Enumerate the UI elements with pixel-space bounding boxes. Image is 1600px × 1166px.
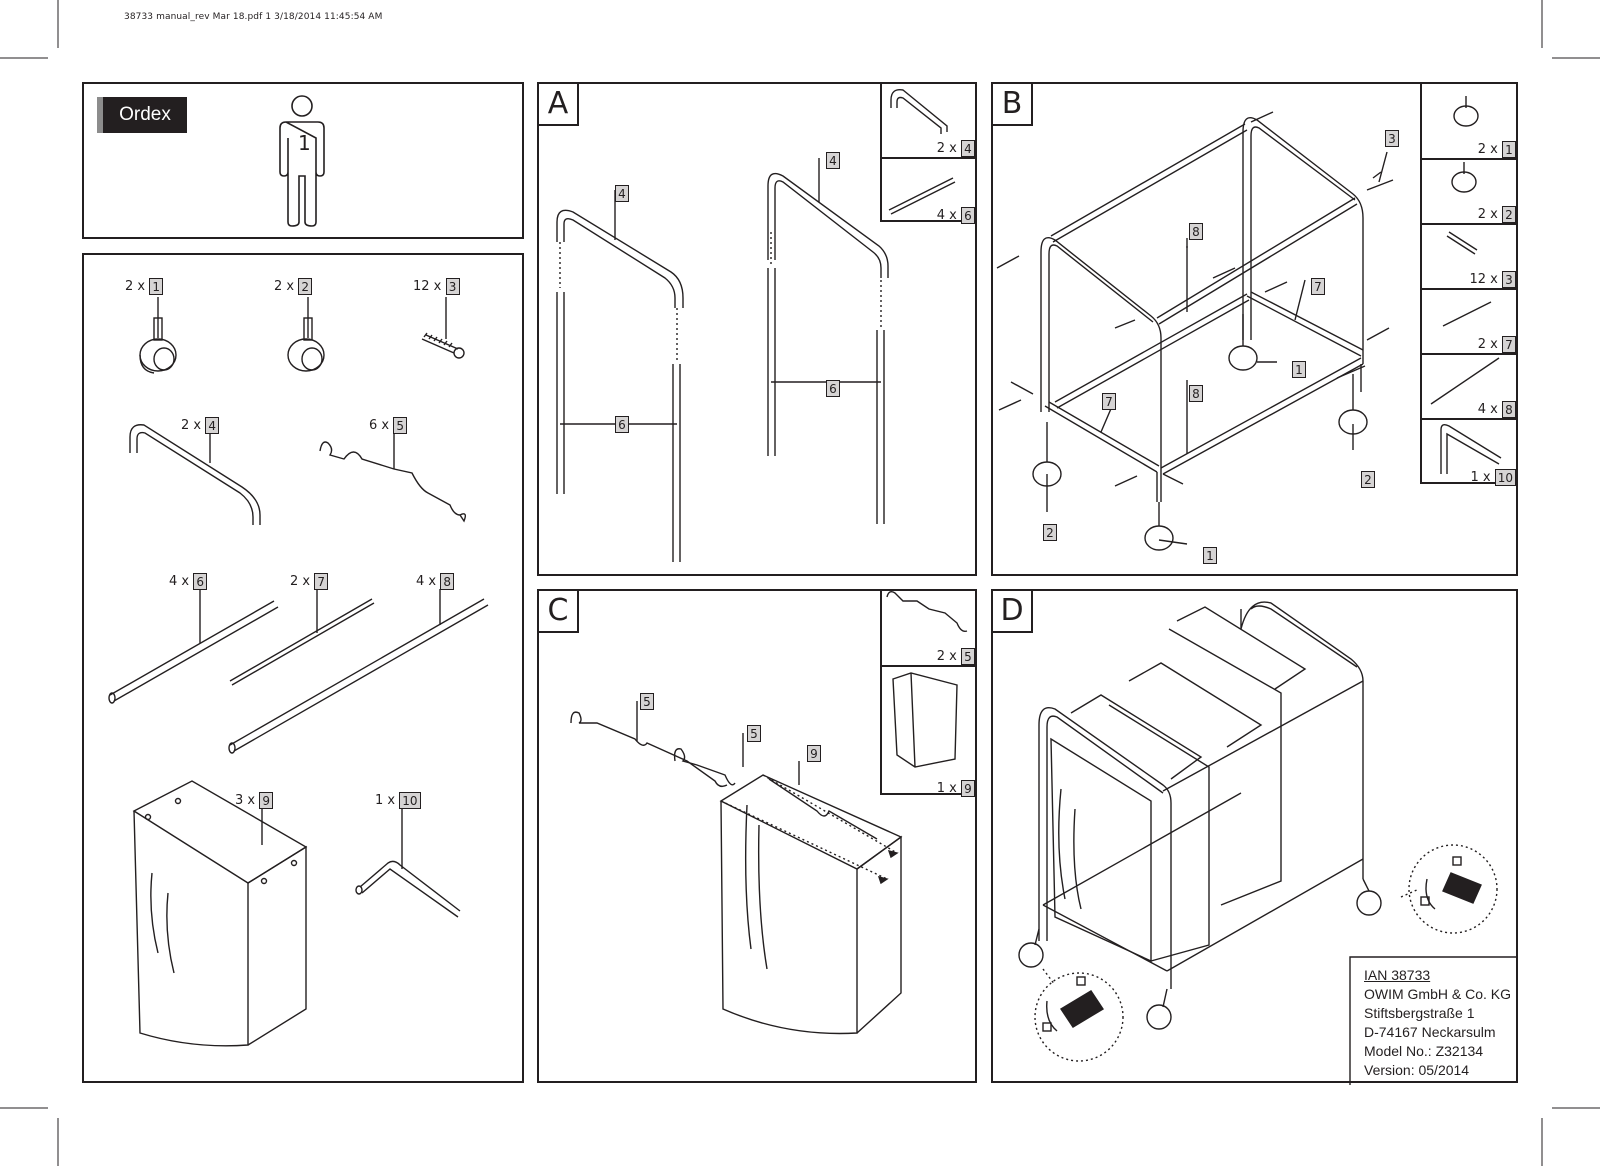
step-letter-d: D xyxy=(993,591,1033,633)
c-label-5-right: 5 xyxy=(747,725,761,743)
file-info-header: 38733 manual_rev Mar 18.pdf 1 3/18/2014 … xyxy=(124,12,383,22)
model-number: Model No.: Z32134 xyxy=(1364,1043,1484,1059)
part-label-5: 6 x 5 xyxy=(369,417,408,435)
step-panel-a: A xyxy=(537,82,977,576)
step-b-drawing xyxy=(996,96,1502,551)
step-letter-c: C xyxy=(539,591,579,633)
b-label-2-left: 2 xyxy=(1043,524,1057,542)
parts-panel xyxy=(82,253,524,1083)
inset-a-count-6: 4 x 6 xyxy=(937,207,975,224)
step-c-inset: 2 x 5 1 x 9 xyxy=(880,589,977,797)
step-a-drawing xyxy=(556,89,956,562)
ian-number: IAN 38733 xyxy=(1364,967,1431,983)
version-info: Version: 05/2014 xyxy=(1364,1062,1470,1078)
manufacturer-address: IAN 38733 OWIM GmbH & Co. KG Stiftsbergs… xyxy=(1364,966,1511,1080)
b-label-7-right: 7 xyxy=(1311,278,1325,296)
b-label-1-front: 1 xyxy=(1203,547,1217,565)
part-label-9: 3 x 9 xyxy=(235,792,274,810)
company-name: OWIM GmbH & Co. KG xyxy=(1364,986,1512,1002)
part-label-1: 2 x 1 xyxy=(125,278,164,296)
person-icon xyxy=(279,95,325,227)
b-label-8-top: 8 xyxy=(1189,223,1203,241)
inset-a-count-4: 2 x 4 xyxy=(937,140,975,157)
step-letter-b: B xyxy=(993,84,1033,126)
brand-logo: Ordex xyxy=(97,97,187,133)
a-label-4-left: 4 xyxy=(615,185,629,203)
b-label-8-bottom: 8 xyxy=(1189,385,1203,403)
step-panel-d: D xyxy=(991,589,1518,1083)
part-label-10: 1 x 10 xyxy=(375,792,421,810)
step-panel-c: C xyxy=(537,589,977,1083)
a-label-6-right: 6 xyxy=(826,380,840,398)
parts-drawings xyxy=(108,297,489,1047)
a-label-4-right: 4 xyxy=(826,152,840,170)
c-label-5-left: 5 xyxy=(640,693,654,711)
b-label-2-right: 2 xyxy=(1361,471,1375,489)
person-count: 1 xyxy=(298,131,311,155)
step-letter-a: A xyxy=(539,84,579,126)
brand-panel xyxy=(82,82,524,239)
street-address: Stiftsbergstraße 1 xyxy=(1364,1005,1475,1021)
step-b-inset: 2 x 1 2 x 2 12 x 3 2 x 7 4 x 8 1 x 10 xyxy=(1420,82,1518,486)
b-label-7-left: 7 xyxy=(1102,393,1116,411)
address-frame xyxy=(1349,956,1518,1085)
city-address: D-74167 Neckarsulm xyxy=(1364,1024,1496,1040)
part-label-2: 2 x 2 xyxy=(274,278,313,296)
part-label-3: 12 x 3 xyxy=(413,278,460,296)
part-label-4: 2 x 4 xyxy=(181,417,220,435)
part-label-7: 2 x 7 xyxy=(290,573,329,591)
step-a-inset: 2 x 4 4 x 6 xyxy=(880,82,977,224)
part-label-6: 4 x 6 xyxy=(169,573,208,591)
step-c-drawing xyxy=(570,590,968,1035)
a-label-6-left: 6 xyxy=(615,416,629,434)
b-label-1-back: 1 xyxy=(1292,361,1306,379)
c-label-9: 9 xyxy=(807,745,821,763)
step-d-drawing xyxy=(1018,601,1498,1062)
part-label-8: 4 x 8 xyxy=(416,573,455,591)
b-label-3: 3 xyxy=(1385,130,1399,148)
